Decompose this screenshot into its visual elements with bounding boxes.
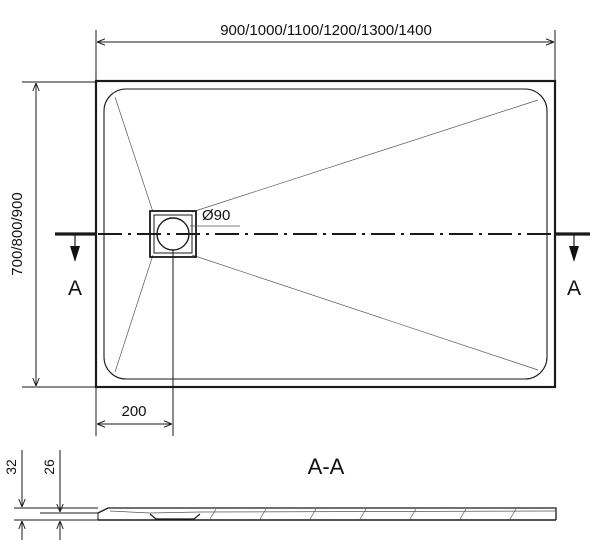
drain-diameter-label: Ø90 xyxy=(202,207,230,224)
section-marker-right: A xyxy=(555,232,590,300)
section-title: A-A xyxy=(308,454,345,479)
section-hatching xyxy=(209,508,517,520)
depth-dimension-label: 700/800/900 xyxy=(9,192,26,275)
section-marker-left-label: A xyxy=(68,277,82,300)
section-view xyxy=(97,507,557,521)
width-dimension: 900/1000/1100/1200/1300/1400 xyxy=(95,22,556,80)
slope-lines xyxy=(114,96,539,373)
drain-offset-label: 200 xyxy=(121,403,146,420)
section-marker-right-label: A xyxy=(567,277,581,300)
edge-height-label: 26 xyxy=(41,459,57,475)
width-dimension-label: 900/1000/1100/1200/1300/1400 xyxy=(220,22,432,39)
tray-plan: Ø90 xyxy=(94,79,557,389)
drain-offset-dimension: 200 xyxy=(95,250,174,436)
depth-dimension: 700/800/900 xyxy=(9,81,96,388)
total-height-label: 32 xyxy=(3,459,19,475)
height-dimensions: 32 26 xyxy=(3,450,98,540)
section-marker-left: A xyxy=(55,232,97,300)
